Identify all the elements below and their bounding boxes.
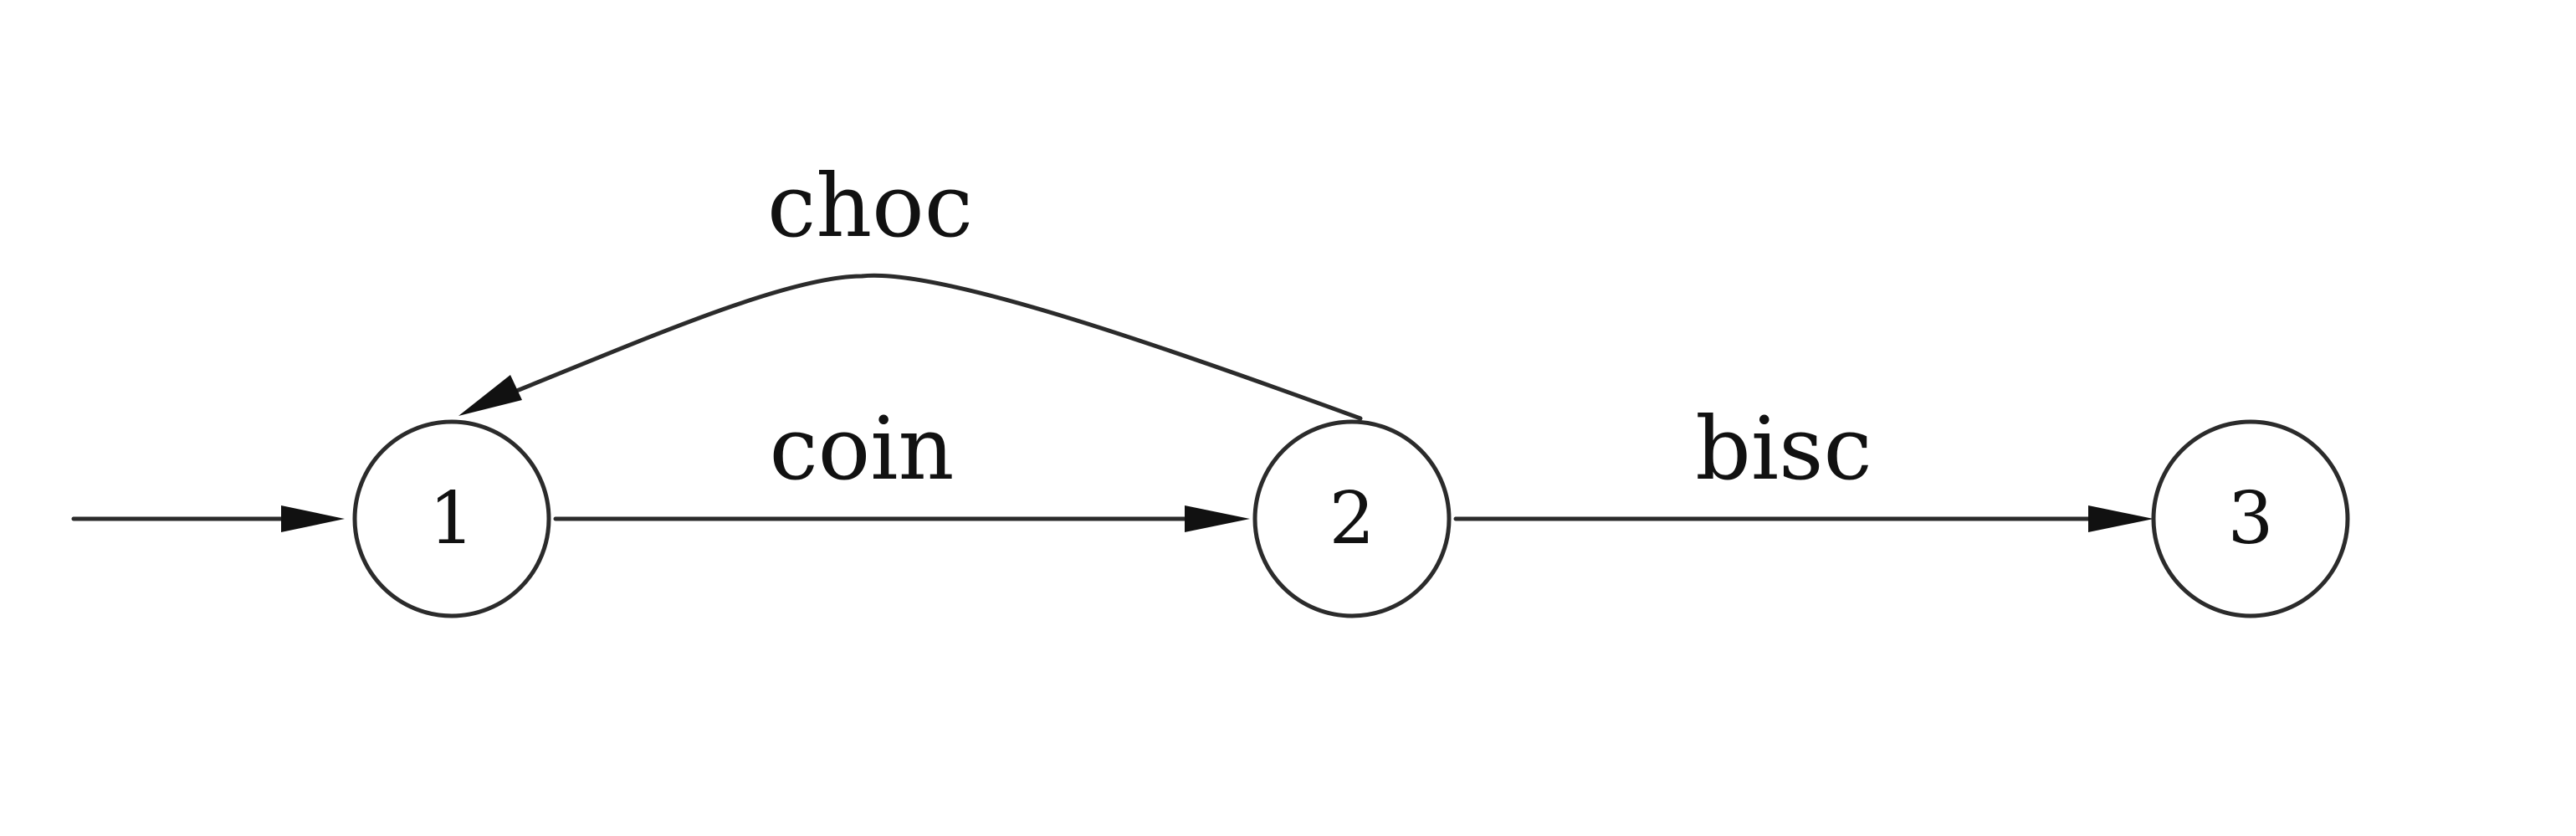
state-2: 2 xyxy=(1252,419,1452,618)
state-3: 3 xyxy=(2151,419,2350,618)
state-2-circle xyxy=(1252,419,1452,618)
transition-choc-label: choc xyxy=(767,155,973,257)
transition-choc: choc xyxy=(458,155,1363,421)
transition-choc-arrow-head xyxy=(458,375,522,416)
state-1-label: 1 xyxy=(429,477,475,561)
transition-coin-label: coin xyxy=(769,397,954,500)
transition-choc-curve xyxy=(508,273,1363,421)
state-1-circle xyxy=(352,419,551,618)
initial-arrow-head xyxy=(281,505,345,532)
state-3-circle xyxy=(2151,419,2350,618)
state-1: 1 xyxy=(352,419,551,618)
transition-bisc: bisc xyxy=(1453,397,2153,532)
transition-coin-arrow-head xyxy=(1185,505,1250,532)
state-2-label: 2 xyxy=(1329,477,1375,561)
initial-arrow xyxy=(71,505,345,532)
transition-bisc-arrow-head xyxy=(2088,505,2153,532)
transition-bisc-label: bisc xyxy=(1695,397,1872,500)
transition-coin: coin xyxy=(553,397,1250,532)
state-3-label: 3 xyxy=(2228,477,2274,561)
